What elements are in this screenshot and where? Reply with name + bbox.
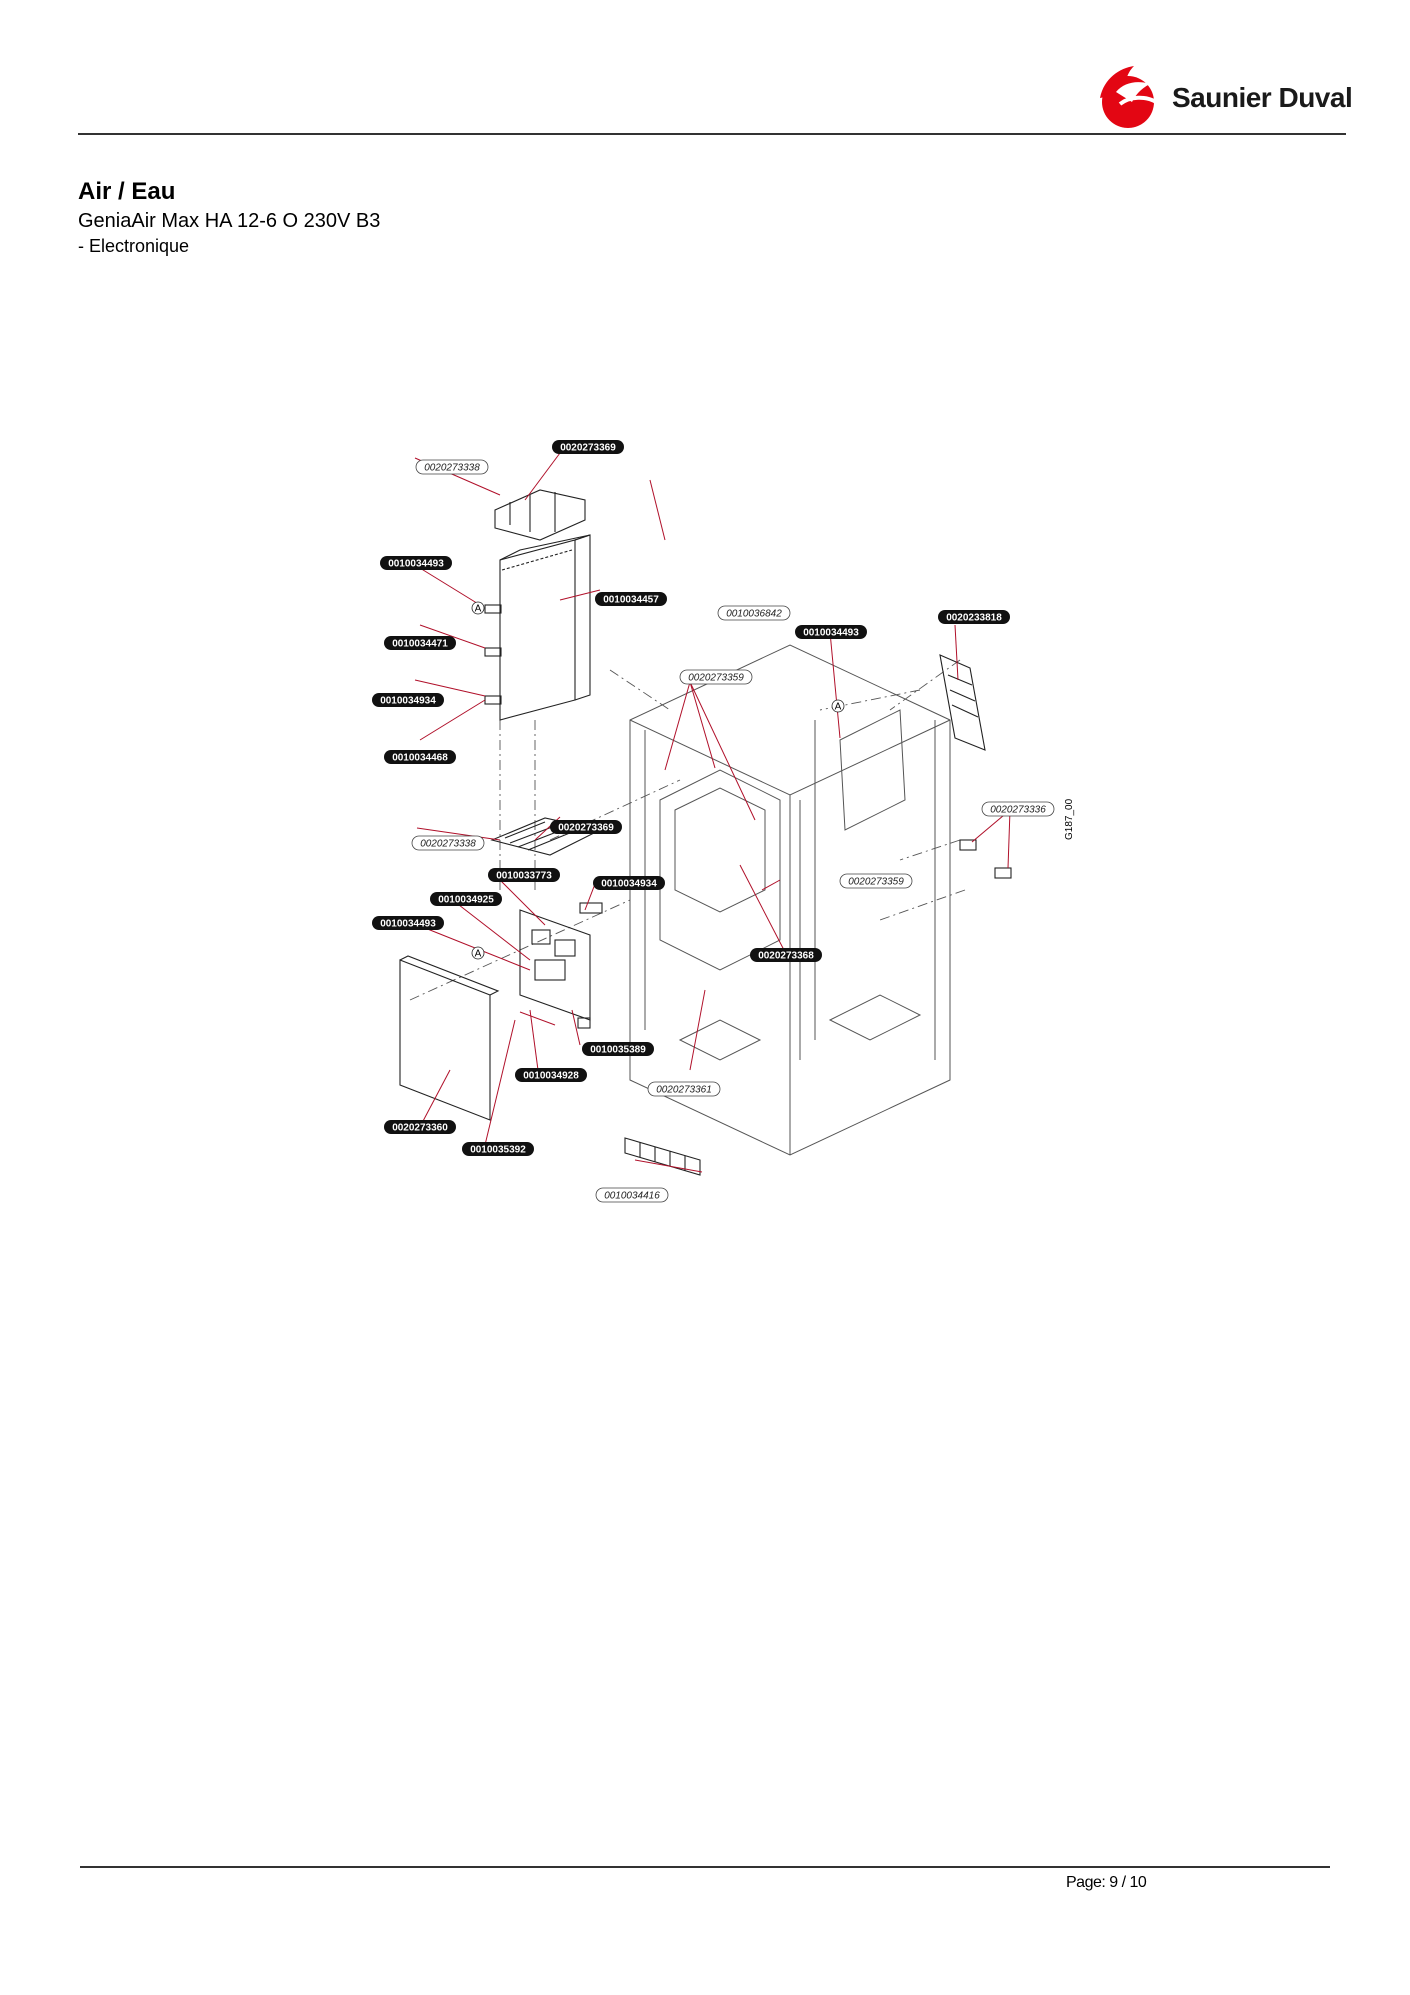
callout-0020273369-grille: 0020273369 [550,820,622,834]
callout-0020273361: 0020273361 [647,1081,721,1097]
svg-text:0010034934: 0010034934 [380,696,436,707]
callout-0010035389: 0010035389 [582,1042,654,1056]
svg-text:0020273361: 0020273361 [656,1085,712,1096]
callout-0020273368: 0020273368 [750,948,822,962]
section-name: - Electronique [78,236,190,256]
svg-text:A: A [475,949,482,960]
svg-text:0020273360: 0020273360 [392,1123,448,1134]
terminal-blocks [624,1137,701,1176]
page-number: Page: 9 / 10 [1066,1874,1147,1891]
callout-0010034934-mid: 0010034934 [593,876,665,890]
callout-0010036842: 0010036842 [717,605,791,621]
callout-0010034493-left1: 0010034493 [380,556,452,570]
callout-0010035392: 0010035392 [462,1142,534,1156]
saunier-duval-flame-logo-icon [1100,66,1158,128]
drawing-code: G187_00 [1064,798,1075,840]
callout-0010034416: 0010034416 [595,1187,669,1203]
control-board [519,909,591,1021]
svg-text:0010033773: 0010033773 [496,871,552,882]
svg-text:A: A [475,604,482,615]
header-rule [78,133,1346,135]
callout-0010034928: 0010034928 [515,1068,587,1082]
svg-text:0010034925: 0010034925 [438,895,494,906]
electronics-box [499,534,591,721]
callout-0010034493-right: 0010034493 [795,625,867,639]
svg-text:0010034468: 0010034468 [392,753,448,764]
side-board [939,654,986,751]
top-cover [494,489,586,541]
marker-a: A A A [471,601,845,960]
assembly-lines [409,659,966,1001]
svg-text:0020273359: 0020273359 [688,673,744,684]
callout-0010033773: 0010033773 [488,868,560,882]
front-panel [399,955,500,1121]
callout-0010034457: 0010034457 [595,592,667,606]
document-title: Air / Eau [78,178,176,205]
brand-name: Saunier Duval [1172,82,1353,113]
svg-text:0010034416: 0010034416 [604,1191,660,1202]
svg-text:0010034493: 0010034493 [380,919,436,930]
svg-text:0010034457: 0010034457 [603,595,659,606]
svg-text:0010034934: 0010034934 [601,879,657,890]
svg-text:0020273338: 0020273338 [420,839,476,850]
leader-lines [409,452,1011,1173]
callouts-dark: 0020273369 0010034493 0010034457 0010034… [372,440,1010,1156]
svg-text:0010035392: 0010035392 [470,1145,526,1156]
svg-text:0010034493: 0010034493 [388,559,444,570]
footer-rule [80,1866,1330,1868]
callout-0020273360: 0020273360 [384,1120,456,1134]
callout-0010034493-left2: 0010034493 [372,916,444,930]
svg-text:0010034928: 0010034928 [523,1071,579,1082]
svg-text:A: A [835,702,842,713]
svg-text:0020273369: 0020273369 [558,823,614,834]
model-name: GeniaAir Max HA 12-6 O 230V B3 [78,210,381,232]
svg-text:0010034493: 0010034493 [803,628,859,639]
callout-0010034471: 0010034471 [384,636,456,650]
callout-0020233818: 0020233818 [938,610,1010,624]
svg-text:0020273336: 0020273336 [990,805,1046,816]
callout-0020273336: 0020273336 [981,801,1055,817]
callout-0020273359-mid: 0020273359 [839,873,913,889]
exploded-parts-diagram: A A A G187_00 0020273369 0010034493 0010… [372,440,1075,1203]
callout-0010034925: 0010034925 [430,892,502,906]
svg-text:0020273338: 0020273338 [424,463,480,474]
svg-text:0010036842: 0010036842 [726,609,782,620]
callout-0020273359-top: 0020273359 [679,669,753,685]
callout-0020273338-top: 0020273338 [415,459,489,475]
callout-0010034934-left: 0010034934 [372,693,444,707]
svg-text:0020273368: 0020273368 [758,951,814,962]
svg-text:0020273369: 0020273369 [560,443,616,454]
svg-text:0010034471: 0010034471 [392,639,448,650]
callout-0010034468: 0010034468 [384,750,456,764]
connectors [484,604,1012,1029]
svg-text:0020233818: 0020233818 [946,613,1002,624]
callout-0020273369-top: 0020273369 [552,440,624,454]
callouts-light: 0020273338 0010036842 0020273359 0020273… [411,459,1055,1203]
brand-header: Saunier Duval [1090,62,1353,132]
svg-text:0020273359: 0020273359 [848,877,904,888]
casing-frame [629,644,951,1156]
callout-0020273338-bottom: 0020273338 [411,835,485,851]
svg-text:0010035389: 0010035389 [590,1045,646,1056]
